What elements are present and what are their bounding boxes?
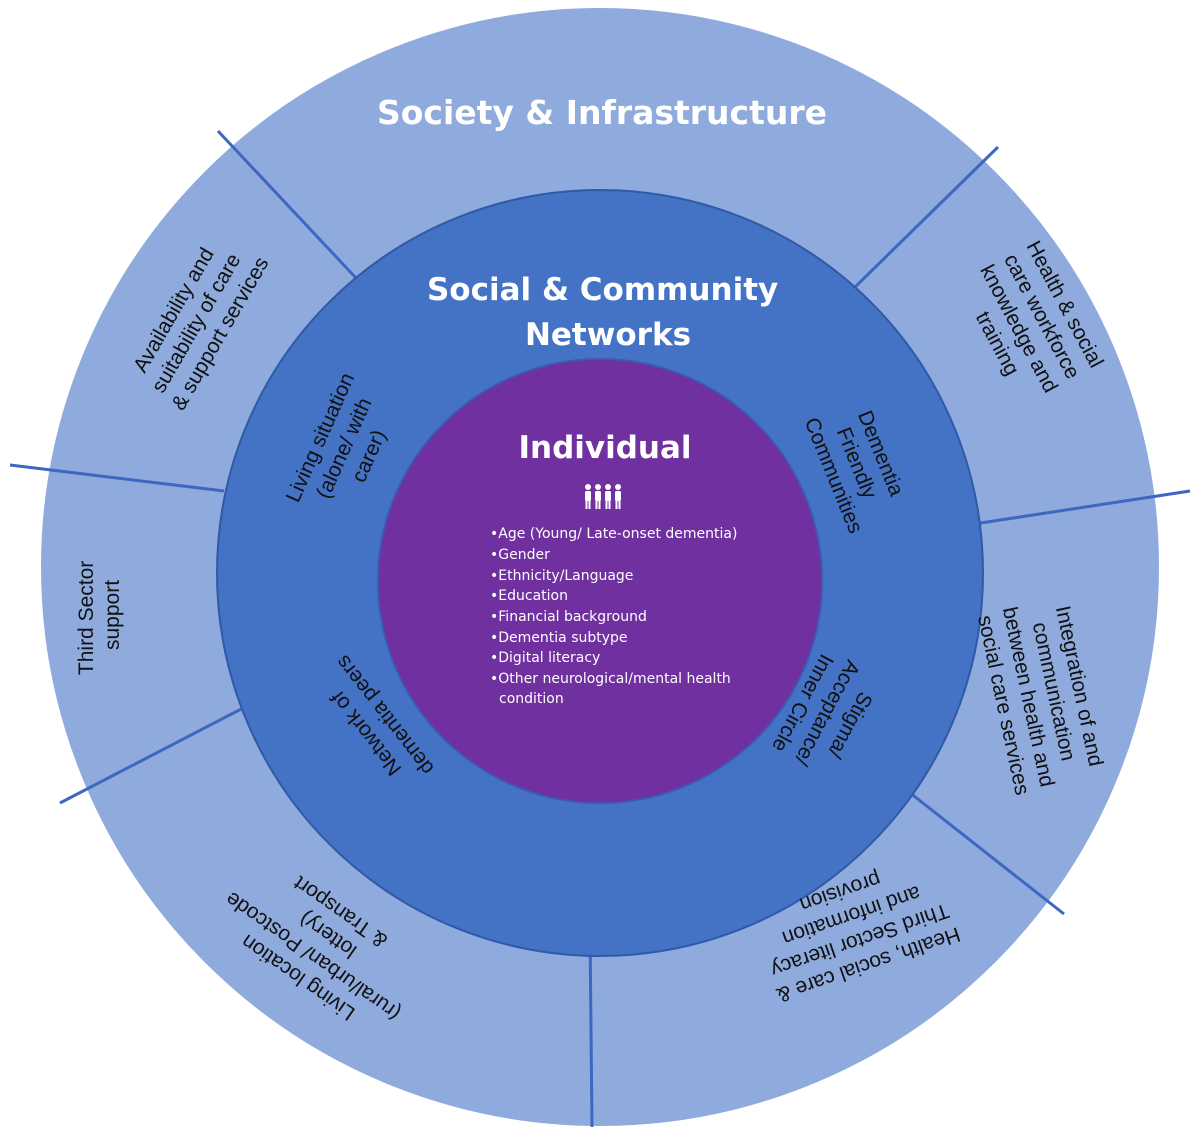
list-item: •Dementia subtype	[490, 630, 628, 646]
list-item: •Digital literacy	[490, 650, 600, 666]
person-icon	[595, 484, 601, 509]
outer-ring-dividers	[9, 129, 1191, 1128]
list-item: •Ethnicity/Language	[490, 568, 633, 584]
individual-circle	[377, 358, 823, 804]
outer-divider	[850, 145, 1000, 292]
outer-divider	[9, 463, 225, 493]
outer-divider	[899, 783, 1065, 916]
middle-title-line: Networks	[525, 317, 691, 353]
person-icon	[605, 484, 611, 509]
outer-divider	[588, 929, 594, 1128]
people-group-icon	[585, 484, 621, 509]
person-icon	[585, 484, 591, 509]
outer-divider	[59, 705, 246, 805]
list-item: •Age (Young/ Late-onset dementia)	[490, 526, 737, 542]
outer-divider	[216, 129, 358, 280]
list-item: •Other neurological/mental health	[490, 671, 731, 687]
list-item: •Financial background	[490, 609, 647, 625]
individual-title: Individual	[518, 430, 691, 466]
middle-title-line: Social & Community	[427, 272, 778, 308]
individual-factor-list: •Age (Young/ Late-onset dementia) •Gende…	[490, 526, 737, 707]
outer-title: Society & Infrastructure	[377, 93, 827, 132]
middle-title: Social & Community Networks	[427, 272, 789, 353]
list-item-continuation: condition	[499, 691, 564, 707]
outer-segment-third-sector: Third Sector support	[75, 555, 124, 675]
list-item: •Education	[490, 588, 568, 604]
outer-divider	[973, 489, 1191, 526]
list-item: •Gender	[490, 547, 550, 563]
person-icon	[615, 484, 621, 509]
